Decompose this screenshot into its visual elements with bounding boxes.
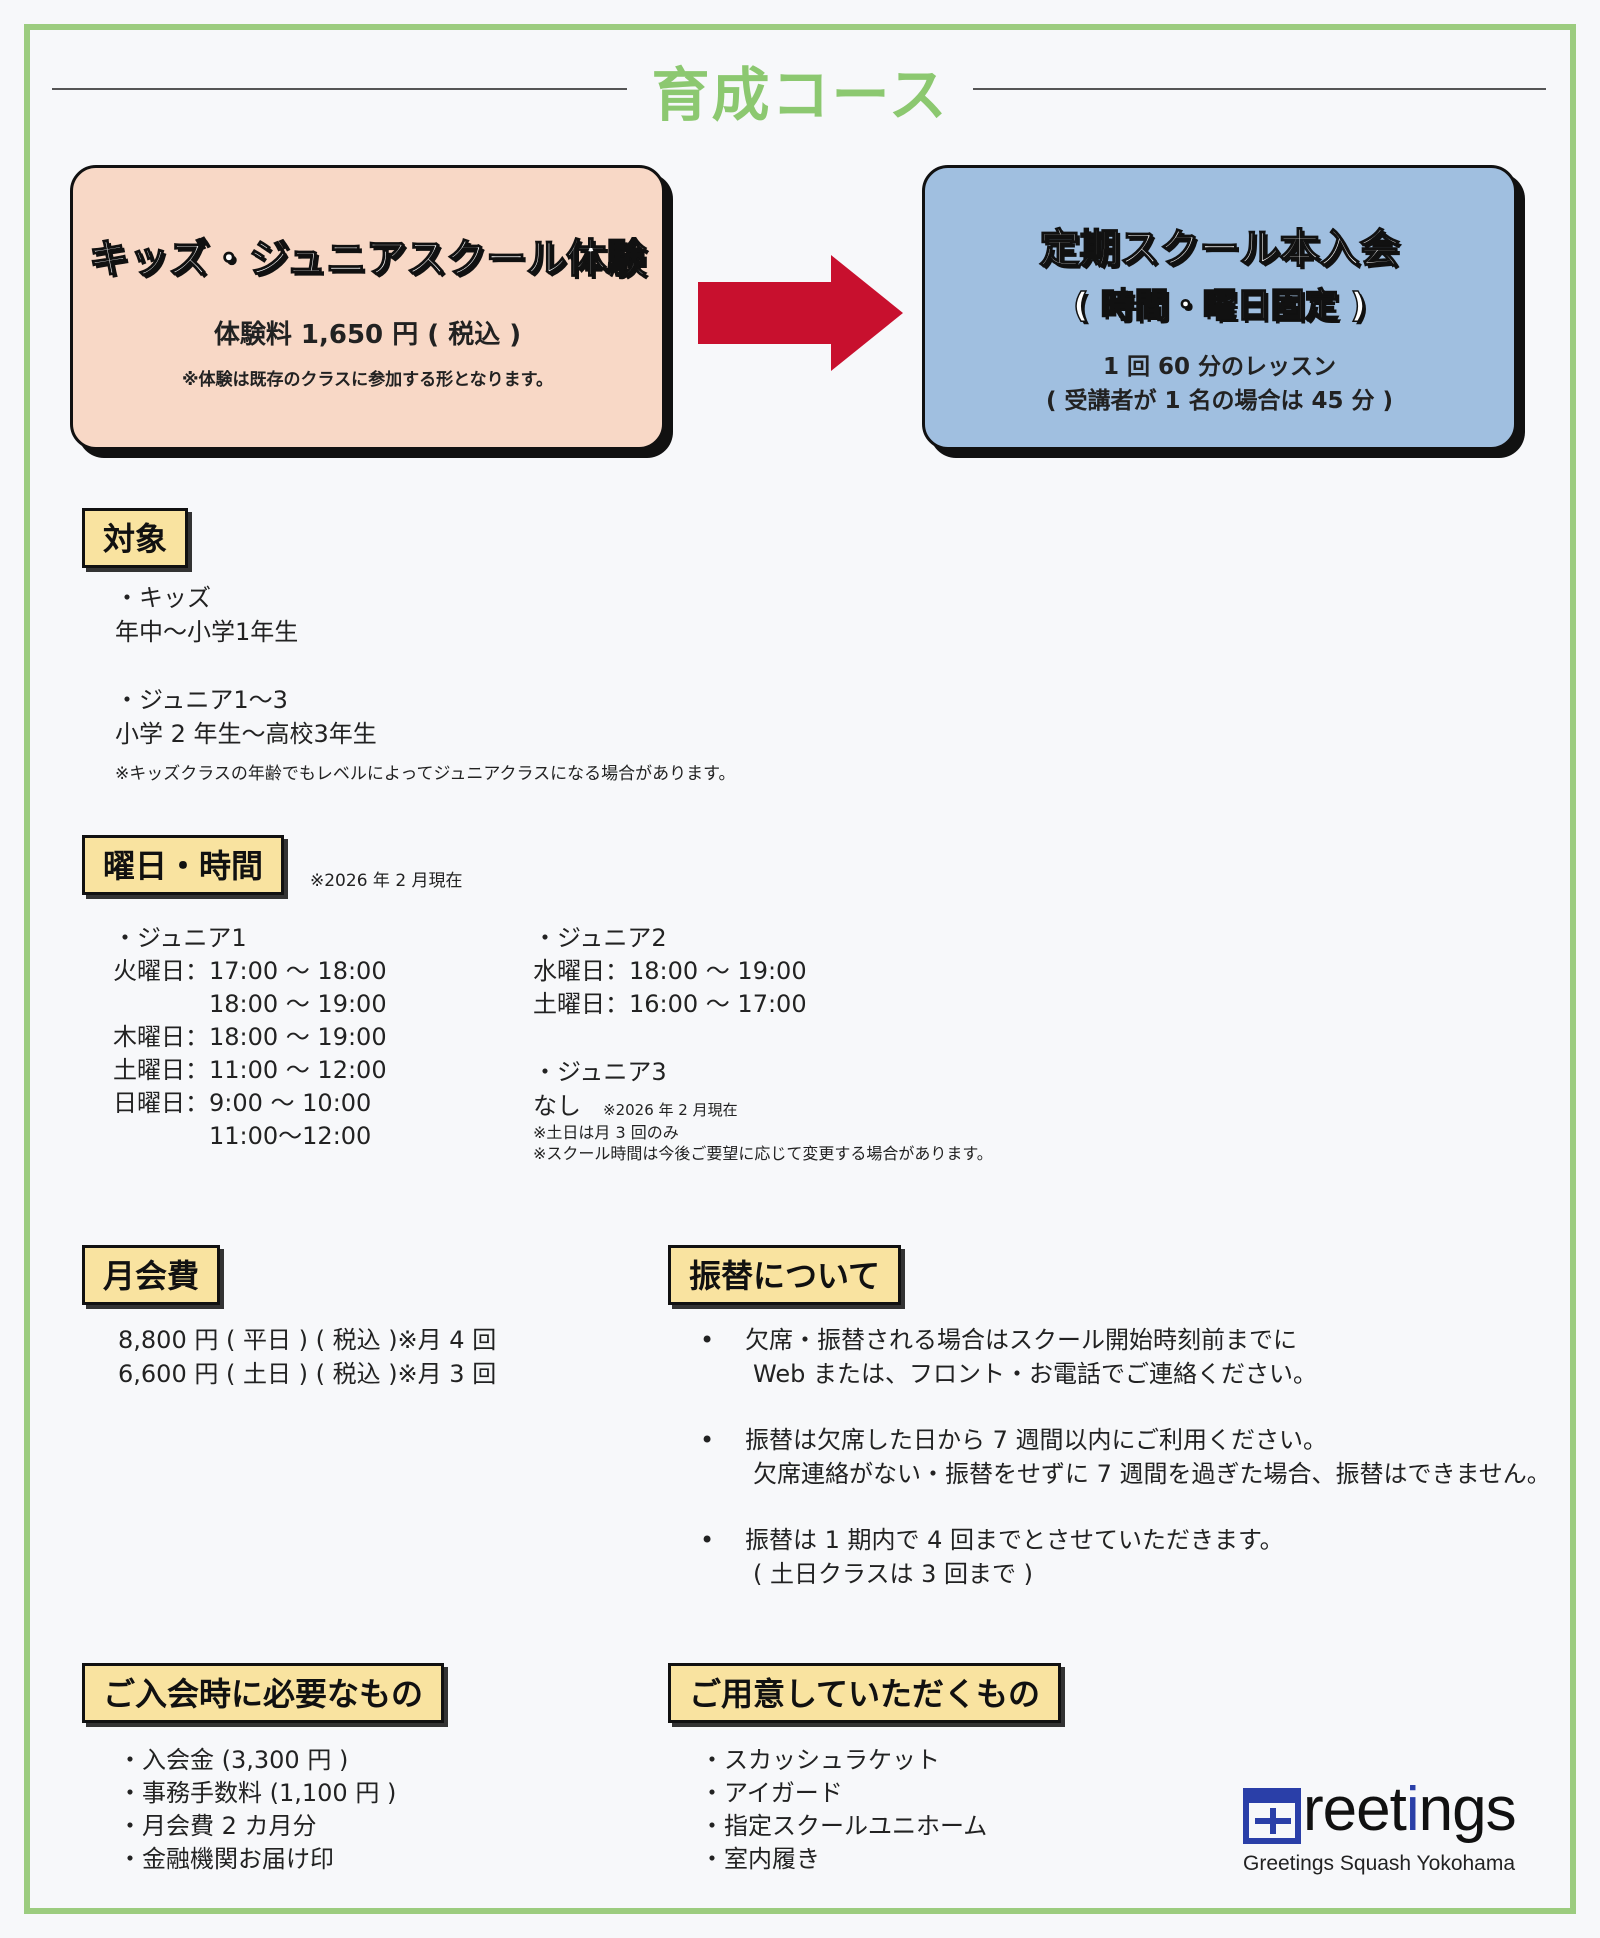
fee-line: 6,600 円 ( 土日 ) ( 税込 )※月 3 回 xyxy=(118,1360,497,1388)
target-line: 年中～小学1年生 xyxy=(115,618,299,646)
schedule-line: 日曜日：9:00 ～ 10:00 xyxy=(113,1089,372,1117)
schedule-line: 木曜日：18:00 ～ 19:00 xyxy=(113,1023,387,1051)
junior1-schedule: ・ジュニア1 火曜日：17:00 ～ 18:00 18:00 ～ 19:00 木… xyxy=(113,922,387,1153)
makeup-text: 振替は欠席した日から 7 週間以内にご利用ください。 xyxy=(745,1426,1328,1454)
prepare-item: ・スカッシュラケット xyxy=(700,1746,940,1774)
arrow-right-icon xyxy=(698,255,903,371)
required-item: ・入会金 (3,300 円 ) xyxy=(118,1746,349,1774)
schedule-line: 土曜日：16:00 ～ 17:00 xyxy=(533,990,807,1018)
required-label: ご入会時に必要なもの xyxy=(82,1663,445,1723)
regular-lesson-note: ( 受講者が 1 名の場合は 45 分 ) xyxy=(1045,388,1394,414)
logo-mark-icon xyxy=(1243,1788,1301,1844)
makeup-text: Web または、フロント・お電話でご連絡ください。 xyxy=(753,1360,1317,1388)
title-divider-left xyxy=(52,88,627,90)
schedule-line: 11:00～12:00 xyxy=(113,1122,372,1150)
junior3-value: なし xyxy=(533,1092,581,1120)
makeup-text: 欠席連絡がない・振替をせずに 7 週間を過ぎた場合、振替はできません。 xyxy=(753,1460,1551,1488)
schedule-note: ※スクール時間は今後ご要望に応じて変更する場合があります。 xyxy=(533,1144,993,1163)
makeup-text: 振替は 1 期内で 4 回までとさせていただきます。 xyxy=(745,1526,1284,1554)
trial-note: ※体験は既存のクラスに参加する形となります。 xyxy=(182,370,553,390)
schedule-line: 18:00 ～ 19:00 xyxy=(113,990,387,1018)
prepare-list: ・スカッシュラケット ・アイガード ・指定スクールユニホーム ・室内履き xyxy=(700,1744,987,1876)
makeup-item: •振替は欠席した日から 7 週間以内にご利用ください。欠席連絡がない・振替をせず… xyxy=(700,1424,1580,1524)
trial-fee: 体験料 1,650 円 ( 税込 ) xyxy=(213,320,522,350)
regular-sub: ( 時間・曜日固定 ) xyxy=(1072,285,1366,327)
prepare-item: ・室内履き xyxy=(700,1845,820,1873)
makeup-label: 振替について xyxy=(668,1245,902,1305)
makeup-text: 欠席・振替される場合はスクール開始時刻前までに xyxy=(745,1326,1297,1354)
trial-card: キッズ・ジュニアスクール体験 体験料 1,650 円 ( 税込 ) ※体験は既存… xyxy=(70,165,665,450)
page-frame xyxy=(24,24,1576,1914)
prepare-item: ・指定スクールユニホーム xyxy=(700,1812,988,1840)
required-item: ・月会費 2 カ月分 xyxy=(118,1812,317,1840)
prepare-item: ・アイガード xyxy=(700,1779,843,1807)
schedule-line: ・ジュニア2 xyxy=(533,924,667,952)
target-line: ・キッズ xyxy=(115,584,211,612)
junior3-as-of: ※2026 年 2 月現在 xyxy=(603,1101,738,1119)
schedule-note: ※土日は月 3 回のみ xyxy=(533,1123,679,1142)
logo-tagline: Greetings Squash Yokohama xyxy=(1243,1852,1516,1875)
makeup-text: ( 土日クラスは 3 回まで ) xyxy=(753,1560,1034,1588)
fee-line: 8,800 円 ( 平日 ) ( 税込 )※月 4 回 xyxy=(118,1326,497,1354)
fee-label: 月会費 xyxy=(82,1245,221,1305)
schedule-line: 水曜日：18:00 ～ 19:00 xyxy=(533,957,807,985)
target-line: 小学 2 年生～高校3年生 xyxy=(115,720,377,748)
prepare-label: ご用意していただくもの xyxy=(668,1663,1062,1723)
junior2-schedule: ・ジュニア2 水曜日：18:00 ～ 19:00 土曜日：16:00 ～ 17:… xyxy=(533,922,807,1021)
target-label: 対象 xyxy=(82,508,189,568)
schedule-line: 土曜日：11:00 ～ 12:00 xyxy=(113,1056,387,1084)
schedule-label: 曜日・時間 xyxy=(82,835,285,895)
junior3-name: ・ジュニア3 xyxy=(533,1058,667,1086)
target-note: ※キッズクラスの年齢でもレベルによってジュニアクラスになる場合があります。 xyxy=(115,764,736,784)
regular-lesson: 1 回 60 分のレッスン xyxy=(1102,354,1337,380)
greetings-logo: reetings Greetings Squash Yokohama xyxy=(1243,1775,1517,1875)
required-list: ・入会金 (3,300 円 ) ・事務手数料 (1,100 円 ) ・月会費 2… xyxy=(118,1744,396,1876)
makeup-item: •振替は 1 期内で 4 回までとさせていただきます。( 土日クラスは 3 回ま… xyxy=(700,1524,1580,1624)
regular-card: 定期スクール本入会 ( 時間・曜日固定 ) 1 回 60 分のレッスン ( 受講… xyxy=(922,165,1517,450)
title-divider-right xyxy=(973,88,1546,90)
schedule-line: ・ジュニア1 xyxy=(113,924,247,952)
page-title: 育成コース xyxy=(651,61,949,129)
trial-heading: キッズ・ジュニアスクール体験 xyxy=(88,235,647,283)
schedule-as-of: ※2026 年 2 月現在 xyxy=(310,871,463,891)
required-item: ・金融機関お届け印 xyxy=(118,1845,334,1873)
schedule-line: 火曜日：17:00 ～ 18:00 xyxy=(113,957,387,985)
regular-heading: 定期スクール本入会 xyxy=(1039,225,1401,273)
required-item: ・事務手数料 (1,100 円 ) xyxy=(118,1779,397,1807)
target-line: ・ジュニア1～3 xyxy=(115,686,288,714)
